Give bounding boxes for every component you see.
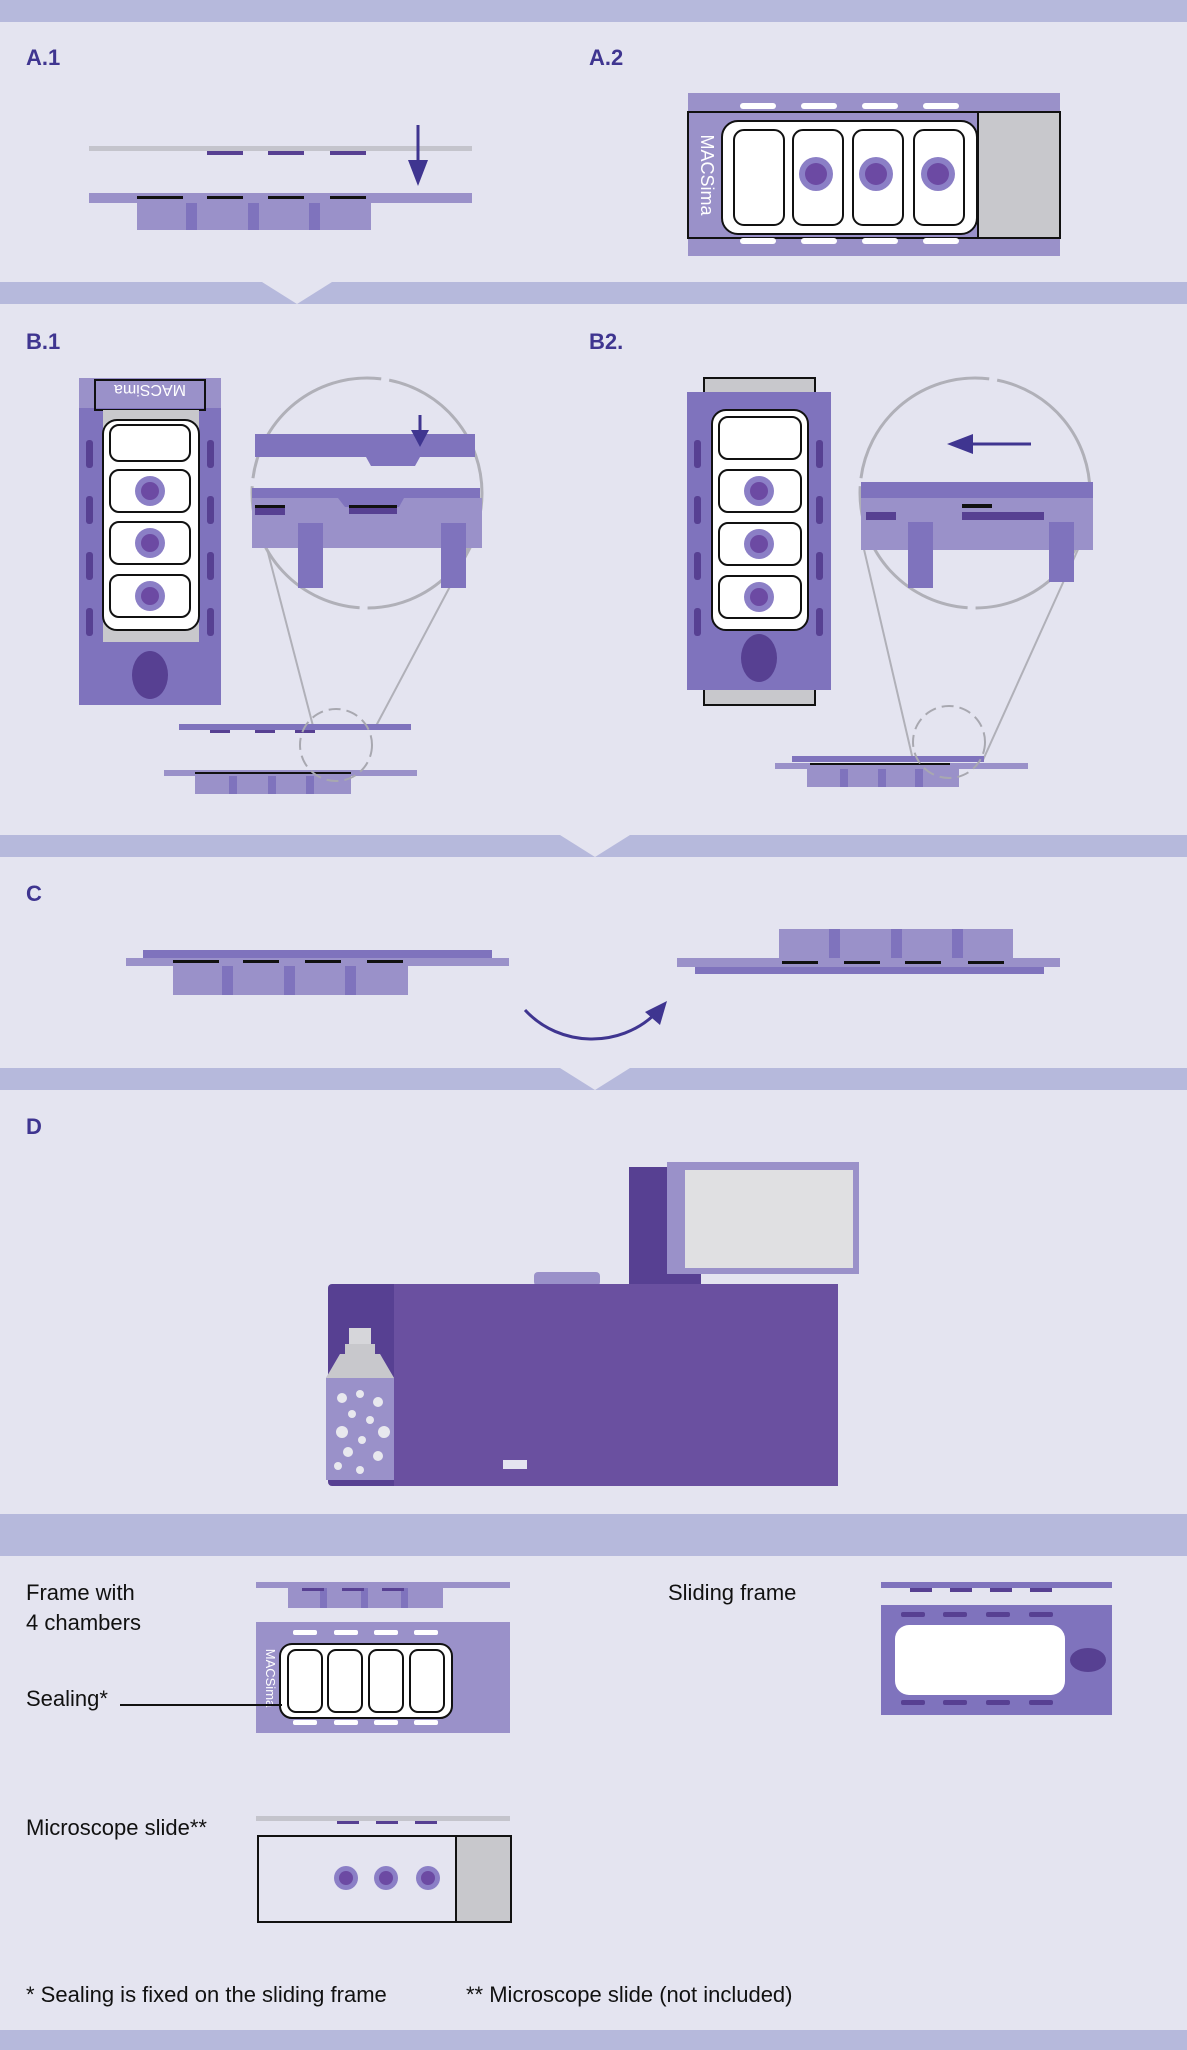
b2-side-view bbox=[775, 705, 1028, 787]
legend-microscope-slide-label: Microscope slide** bbox=[26, 1815, 207, 1840]
a1-side-view bbox=[89, 146, 472, 230]
legend-sliding-frame-label: Sliding frame bbox=[668, 1580, 797, 1605]
legend-frame-label-line2: 4 chambers bbox=[26, 1610, 141, 1635]
divider-notch-cd bbox=[560, 1068, 630, 1090]
legend-microscope-slide-side-view bbox=[256, 1816, 510, 1824]
section-label-a1: A.1 bbox=[26, 45, 61, 70]
b1-zoom-circle bbox=[250, 376, 484, 727]
section-label-d: D bbox=[26, 1114, 42, 1139]
b2-zoom-circle bbox=[858, 376, 1093, 761]
b2-top-view bbox=[687, 377, 831, 706]
legend-microscope-slide-top-view bbox=[257, 1835, 512, 1923]
c-assembly-before bbox=[126, 950, 509, 995]
legend-frame-label-line1: Frame with bbox=[26, 1580, 135, 1605]
c-flip-arrow-icon bbox=[523, 1001, 667, 1041]
section-label-a2: A.2 bbox=[589, 45, 624, 70]
a2-brand-text: MACSima bbox=[697, 134, 717, 216]
c-assembly-after bbox=[677, 929, 1060, 974]
b1-down-arrow-icon bbox=[411, 430, 429, 447]
b1-brand-text: MACSima bbox=[114, 381, 186, 398]
legend-sealing-label: Sealing* bbox=[26, 1686, 108, 1711]
legend-sliding-frame-top-view bbox=[881, 1605, 1112, 1715]
a2-top-view: MACSima bbox=[687, 93, 1061, 256]
divider-notch-bc bbox=[560, 835, 630, 857]
legend-brand-text: MACSima bbox=[263, 1649, 278, 1708]
a1-down-arrow-icon bbox=[408, 125, 428, 186]
b1-top-view: MACSima bbox=[79, 378, 221, 705]
section-label-b1: B.1 bbox=[26, 329, 61, 354]
section-label-b2: B2. bbox=[589, 329, 624, 354]
section-label-c: C bbox=[26, 881, 42, 906]
top-band bbox=[0, 0, 1187, 22]
legend-frame-top-view: MACSima bbox=[256, 1622, 510, 1733]
d-instrument bbox=[328, 1162, 859, 1486]
bottom-band bbox=[0, 2030, 1187, 2050]
legend-frame-side-view bbox=[256, 1582, 510, 1608]
d-bottle-icon bbox=[326, 1328, 394, 1480]
b2-left-arrow-icon bbox=[947, 434, 973, 454]
divider-band-d-legend bbox=[0, 1514, 1187, 1556]
b1-side-view bbox=[164, 708, 417, 794]
legend-sliding-frame-side-view bbox=[881, 1582, 1112, 1592]
footnote-slide: ** Microscope slide (not included) bbox=[466, 1982, 793, 2007]
footnote-sealing: * Sealing is fixed on the sliding frame bbox=[26, 1982, 387, 2007]
divider-notch-ab bbox=[262, 282, 332, 304]
